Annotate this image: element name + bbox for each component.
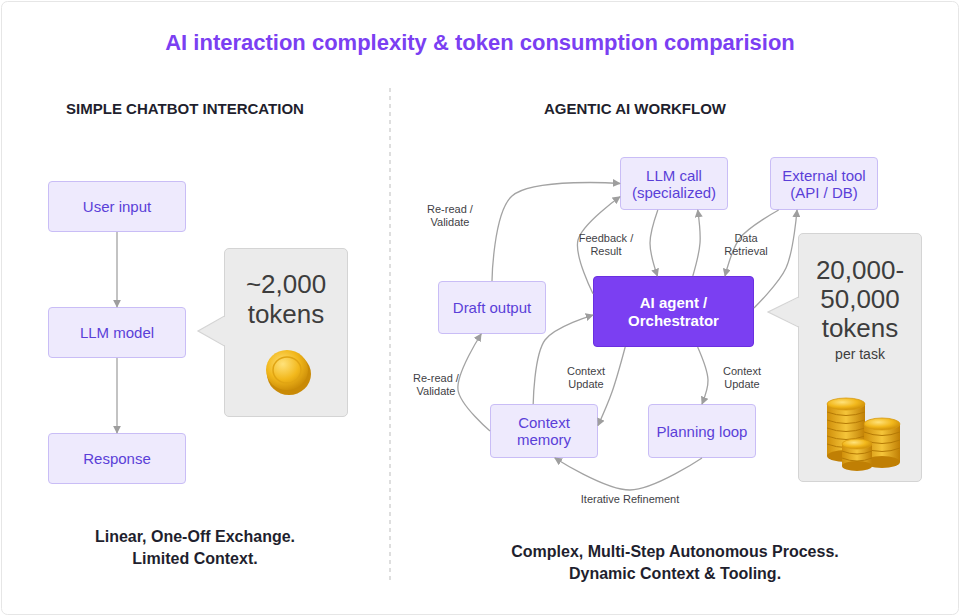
- node-label: LLM model: [74, 324, 160, 341]
- edge-label: Iterative Refinement: [560, 493, 700, 506]
- column-divider: [389, 88, 390, 582]
- callout-tail: [768, 297, 800, 327]
- process-box: Draft output: [438, 281, 546, 334]
- token-count: 20,000- 50,000 tokens: [805, 234, 915, 343]
- coin-edge: [267, 353, 311, 395]
- node-label: LLM call (specialized): [621, 167, 727, 201]
- flow-arrow: [533, 315, 593, 404]
- callout-tail: [198, 316, 226, 346]
- node-label: Draft output: [447, 299, 537, 316]
- process-box: User input: [48, 181, 186, 232]
- process-box: LLM call (specialized): [620, 157, 728, 210]
- coin-stack: [827, 450, 865, 462]
- coin-ridges: [864, 432, 900, 452]
- callout-tail-outline: [198, 316, 225, 346]
- node-label: Response: [77, 450, 157, 467]
- coin-stack: [827, 404, 865, 456]
- node-label: External tool (API / DB): [771, 167, 877, 201]
- flow-arrow: [698, 347, 708, 404]
- coin-ridges: [842, 451, 872, 461]
- coin-stack: [842, 461, 872, 471]
- section-heading: AGENTIC AI WORKFLOW: [470, 100, 800, 118]
- section-caption: Complex, Multi-Step Autonomous Process. …: [490, 541, 860, 585]
- flow-arrow: [116, 358, 117, 433]
- process-box: Context memory: [490, 404, 598, 458]
- flow-arrow: [754, 210, 797, 308]
- node-label: User input: [77, 198, 157, 215]
- coin-stack: [864, 424, 900, 462]
- token-callout: ~2,000 tokens: [224, 248, 348, 417]
- token-count: per task: [805, 343, 915, 363]
- orchestrator-box: AI agent / Orchestrator: [593, 276, 754, 347]
- coin-face: [266, 350, 308, 390]
- diagram-title: AI interaction complexity & token consum…: [0, 30, 960, 56]
- node-label: Context memory: [491, 414, 597, 448]
- edge-label: Feedback / Result: [566, 232, 646, 258]
- process-box: Response: [48, 433, 186, 484]
- edge-label: Re-read / Validate: [404, 372, 468, 398]
- edge-label: Context Update: [712, 365, 772, 391]
- flow-arrow: [116, 232, 117, 307]
- flow-arrow: [650, 210, 658, 276]
- section-heading: SIMPLE CHATBOT INTERCATION: [20, 100, 350, 118]
- process-box: Planning loop: [648, 404, 756, 458]
- flow-arrow: [555, 458, 702, 490]
- process-box: External tool (API / DB): [770, 157, 878, 210]
- section-caption: Linear, One-Off Exchange. Limited Contex…: [70, 526, 320, 570]
- coin-stack: [864, 456, 900, 468]
- node-label: Planning loop: [651, 423, 754, 440]
- token-callout: 20,000- 50,000 tokensper task: [798, 233, 922, 482]
- token-count: ~2,000 tokens: [236, 249, 336, 329]
- coin-ridges: [827, 412, 865, 448]
- callout-tail-outline: [768, 297, 799, 327]
- coin-face: [842, 439, 872, 449]
- coin-stack: [842, 444, 872, 466]
- flow-arrow: [693, 210, 700, 276]
- flow-arrow: [492, 183, 620, 281]
- flow-arrow: [458, 334, 490, 431]
- coin-face: [864, 418, 900, 430]
- edge-label: Re-read / Validate: [418, 203, 482, 229]
- node-label: AI agent / Orchestrator: [594, 294, 753, 330]
- edge-label: Context Update: [556, 365, 616, 391]
- edge-label: Data Retrieval: [716, 232, 776, 258]
- process-box: LLM model: [48, 307, 186, 358]
- coin-rim: [273, 357, 301, 383]
- coin-face: [827, 398, 865, 410]
